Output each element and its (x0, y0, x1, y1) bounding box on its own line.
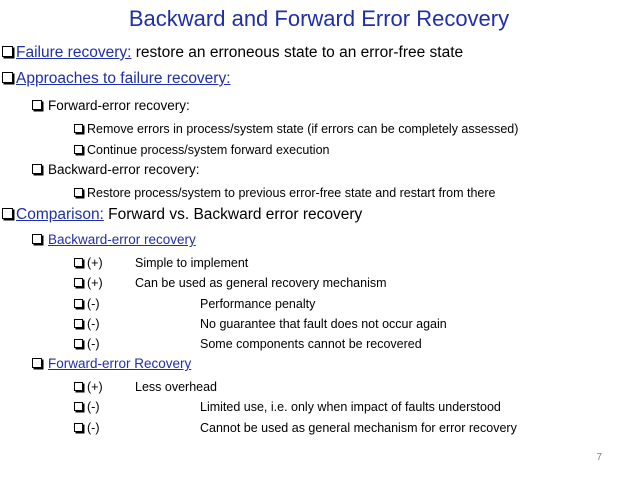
comparison-backward-label: Backward-error recovery (48, 232, 196, 247)
checkbox-bullet-icon (74, 145, 83, 154)
failure-recovery-text: restore an erroneous state to an error-f… (131, 44, 464, 61)
item-text: No guarantee that fault does not occur a… (200, 317, 447, 331)
item-sign: (-) (87, 421, 100, 435)
checkbox-bullet-icon (2, 208, 13, 219)
item-sign: (-) (87, 400, 100, 414)
item-text: Cannot be used as general mechanism for … (200, 421, 517, 435)
item-sign: (+) (87, 256, 103, 270)
checkbox-bullet-icon (74, 299, 83, 308)
page-number: 7 (596, 452, 602, 463)
item-text: Limited use, i.e. only when impact of fa… (200, 400, 501, 414)
item-sign: (-) (87, 337, 100, 351)
slide-title: Backward and Forward Error Recovery (128, 6, 510, 31)
comparison-label: Comparison: (16, 206, 104, 223)
bullet-comparison: Comparison: Forward vs. Backward error r… (2, 206, 362, 224)
comparison-item: (+) Can be used as general recovery mecha… (74, 276, 387, 290)
comparison-item: (-) Performance penalty (74, 297, 315, 311)
checkbox-bullet-icon (32, 100, 42, 110)
comparison-item: (+) Simple to implement (74, 256, 248, 270)
checkbox-bullet-icon (74, 124, 83, 133)
checkbox-bullet-icon (2, 46, 13, 57)
checkbox-bullet-icon (74, 188, 83, 197)
comparison-item: (+) Less overhead (74, 380, 217, 394)
checkbox-bullet-icon (2, 72, 13, 83)
backward-item-text: Restore process/system to previous error… (87, 186, 496, 200)
item-text: Some components cannot be recovered (200, 337, 422, 351)
forward-item-text: Continue process/system forward executio… (87, 143, 330, 157)
item-sign: (-) (87, 297, 100, 311)
bullet-failure-recovery: Failure recovery: restore an erroneous s… (2, 44, 463, 62)
checkbox-bullet-icon (74, 339, 83, 348)
item-sign: (-) (87, 317, 100, 331)
comparison-item: (-) Limited use, i.e. only when impact of… (74, 400, 501, 414)
backward-item: Restore process/system to previous error… (74, 186, 496, 200)
checkbox-bullet-icon (32, 358, 42, 368)
item-sign: (+) (87, 380, 103, 394)
comparison-item: (-) Cannot be used as general mechanism f… (74, 421, 517, 435)
forward-item: Continue process/system forward executio… (74, 143, 329, 157)
comparison-forward-label: Forward-error Recovery (48, 356, 192, 371)
approaches-label: Approaches to failure recovery: (16, 70, 231, 87)
checkbox-bullet-icon (74, 382, 83, 391)
forward-item: Remove errors in process/system state (i… (74, 122, 518, 136)
checkbox-bullet-icon (32, 234, 42, 244)
bullet-forward-error-recovery: Forward-error recovery: (32, 98, 190, 113)
item-sign: (+) (87, 276, 103, 290)
forward-item-text: Remove errors in process/system state (i… (87, 122, 519, 136)
checkbox-bullet-icon (74, 278, 83, 287)
comparison-item: (-) No guarantee that fault does not occu… (74, 317, 447, 331)
bullet-backward-error-recovery: Backward-error recovery: (32, 162, 200, 177)
comparison-forward-heading: Forward-error Recovery (32, 356, 191, 371)
comparison-item: (-) Some components cannot be recovered (74, 337, 422, 351)
checkbox-bullet-icon (32, 164, 42, 174)
item-text: Can be used as general recovery mechanis… (135, 276, 387, 290)
comparison-backward-heading: Backward-error recovery (32, 232, 196, 247)
item-text: Performance penalty (200, 297, 316, 311)
checkbox-bullet-icon (74, 402, 83, 411)
backward-label: Backward-error recovery: (48, 162, 200, 177)
bullet-approaches: Approaches to failure recovery: (2, 70, 231, 88)
checkbox-bullet-icon (74, 423, 83, 432)
forward-label: Forward-error recovery: (48, 98, 190, 113)
comparison-text: Forward vs. Backward error recovery (103, 206, 363, 223)
item-text: Simple to implement (135, 256, 249, 270)
checkbox-bullet-icon (74, 258, 83, 267)
checkbox-bullet-icon (74, 319, 83, 328)
item-text: Less overhead (135, 380, 218, 394)
failure-recovery-label: Failure recovery: (16, 44, 132, 61)
